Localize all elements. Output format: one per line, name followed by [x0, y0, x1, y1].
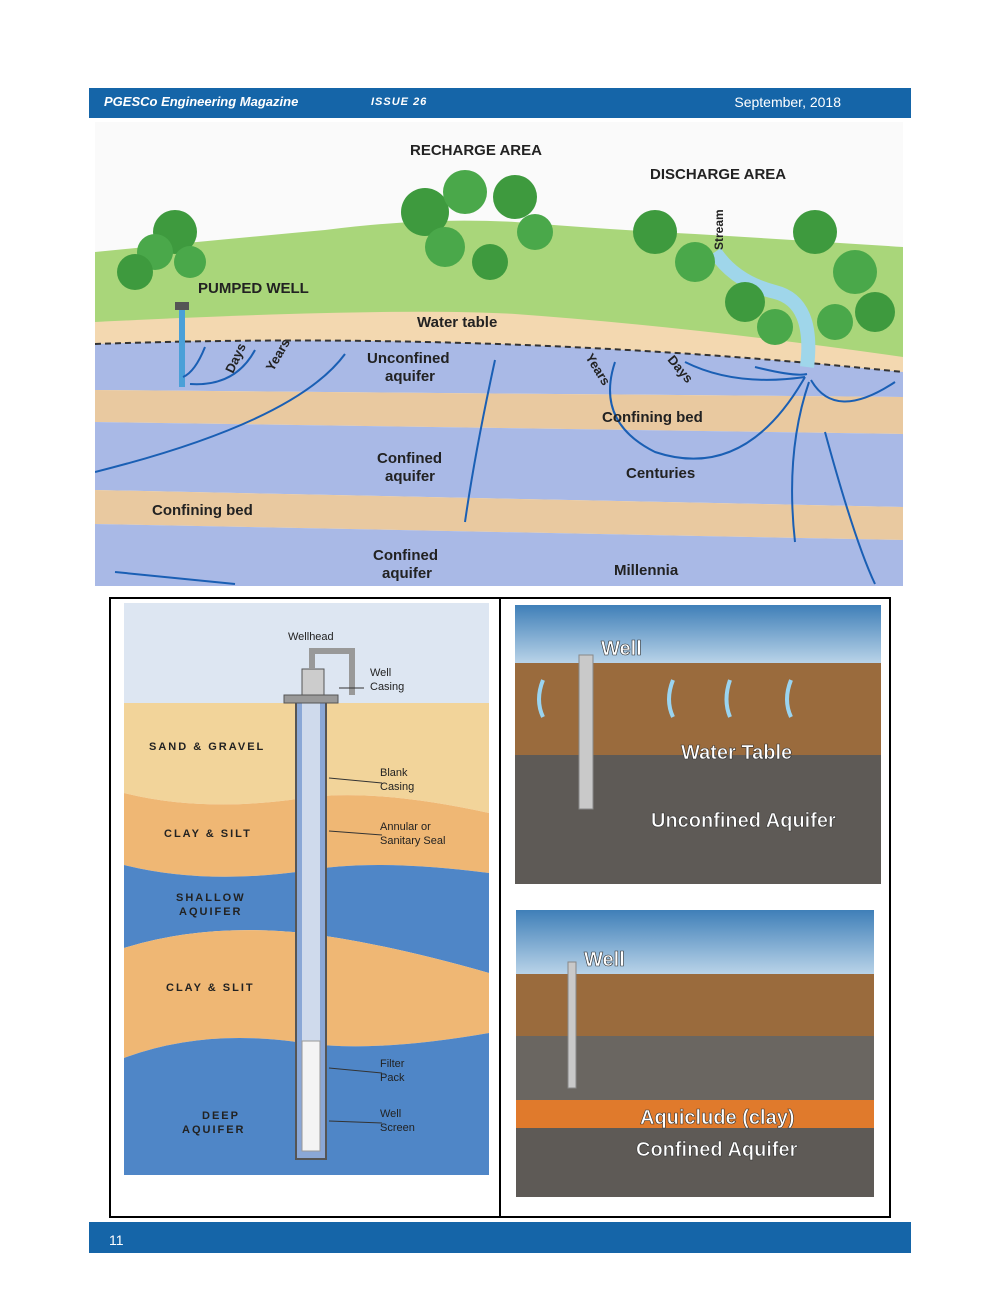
label-clay-slit: CLAY & SLIT [166, 982, 255, 994]
label-confining-bed-1: Confining bed [602, 409, 703, 426]
label-discharge-area: DISCHARGE AREA [650, 166, 786, 183]
label-wellhead: Wellhead [288, 631, 334, 643]
label-well-casing-2: Casing [370, 681, 404, 693]
magazine-title: PGESCo Engineering Magazine [104, 94, 299, 109]
label-deep-1: DEEP [202, 1110, 240, 1122]
label-pumped-well: PUMPED WELL [198, 280, 309, 297]
label-centuries: Centuries [626, 465, 695, 482]
figure-divider [499, 597, 501, 1218]
label-unconfined-aquifer: Unconfined Aquifer [651, 810, 836, 832]
label-shallow-2: AQUIFER [179, 906, 243, 918]
label-filter-1: Filter [380, 1058, 405, 1070]
well-pipe [578, 654, 594, 810]
page-footer: 11 [89, 1222, 911, 1253]
label-well: Well [601, 638, 642, 660]
issue-number: ISSUE 26 [371, 96, 428, 108]
well-screen [301, 1040, 321, 1152]
label-shallow-1: SHALLOW [176, 892, 246, 904]
label-confined-1a: Confined [377, 450, 442, 467]
issue-date: September, 2018 [734, 94, 841, 110]
label-confined-2b: aquifer [382, 565, 432, 582]
label-confined-aquifer: Confined Aquifer [636, 1139, 798, 1161]
label-water-table: Water Table [681, 742, 792, 764]
label-annular-2: Sanitary Seal [380, 835, 445, 847]
tree-cluster-right [633, 210, 895, 345]
label-filter-2: Pack [380, 1072, 405, 1084]
well-pipe [567, 961, 577, 1089]
label-stream: Stream [712, 209, 726, 250]
label-millennia: Millennia [614, 562, 679, 579]
pumped-well-pipe [179, 307, 185, 387]
label-confined-2a: Confined [373, 547, 438, 564]
label-screen-2: Screen [380, 1122, 415, 1134]
page-header: PGESCo Engineering Magazine ISSUE 26 Sep… [89, 88, 911, 118]
label-unconfined-1: Unconfined [367, 350, 450, 367]
label-blank-casing-1: Blank [380, 767, 408, 779]
label-confined-1b: aquifer [385, 468, 435, 485]
label-deep-2: AQUIFER [182, 1124, 246, 1136]
label-aquiclude: Aquiclude (clay) [640, 1107, 794, 1129]
tree-cluster-left [117, 210, 206, 290]
label-screen-1: Well [380, 1108, 401, 1120]
label-recharge-area: RECHARGE AREA [410, 142, 542, 159]
label-unconfined-2: aquifer [385, 368, 435, 385]
label-sand-gravel: SAND & GRAVEL [149, 741, 265, 753]
label-well-casing-1: Well [370, 667, 391, 679]
well-construction-diagram: Wellhead Well Casing Blank Casing Annula… [124, 603, 489, 1175]
label-well: Well [584, 949, 625, 971]
label-blank-casing-2: Casing [380, 781, 414, 793]
label-clay-silt: CLAY & SILT [164, 828, 252, 840]
label-confining-bed-2: Confining bed [152, 502, 253, 519]
confined-aquifer-diagram: Well Aquiclude (clay) Confined Aquifer [516, 910, 874, 1197]
label-annular-1: Annular or [380, 821, 431, 833]
page-number: 11 [109, 1232, 124, 1248]
wellhead [301, 668, 325, 696]
aquiclude-clay-layer [516, 1100, 874, 1128]
tree-cluster-center [401, 170, 553, 280]
label-water-table: Water table [417, 314, 497, 331]
groundwater-flow-diagram: RECHARGE AREA DISCHARGE AREA PUMPED WELL… [95, 122, 903, 586]
unconfined-aquifer-diagram: Well Water Table Unconfined Aquifer [515, 605, 881, 884]
